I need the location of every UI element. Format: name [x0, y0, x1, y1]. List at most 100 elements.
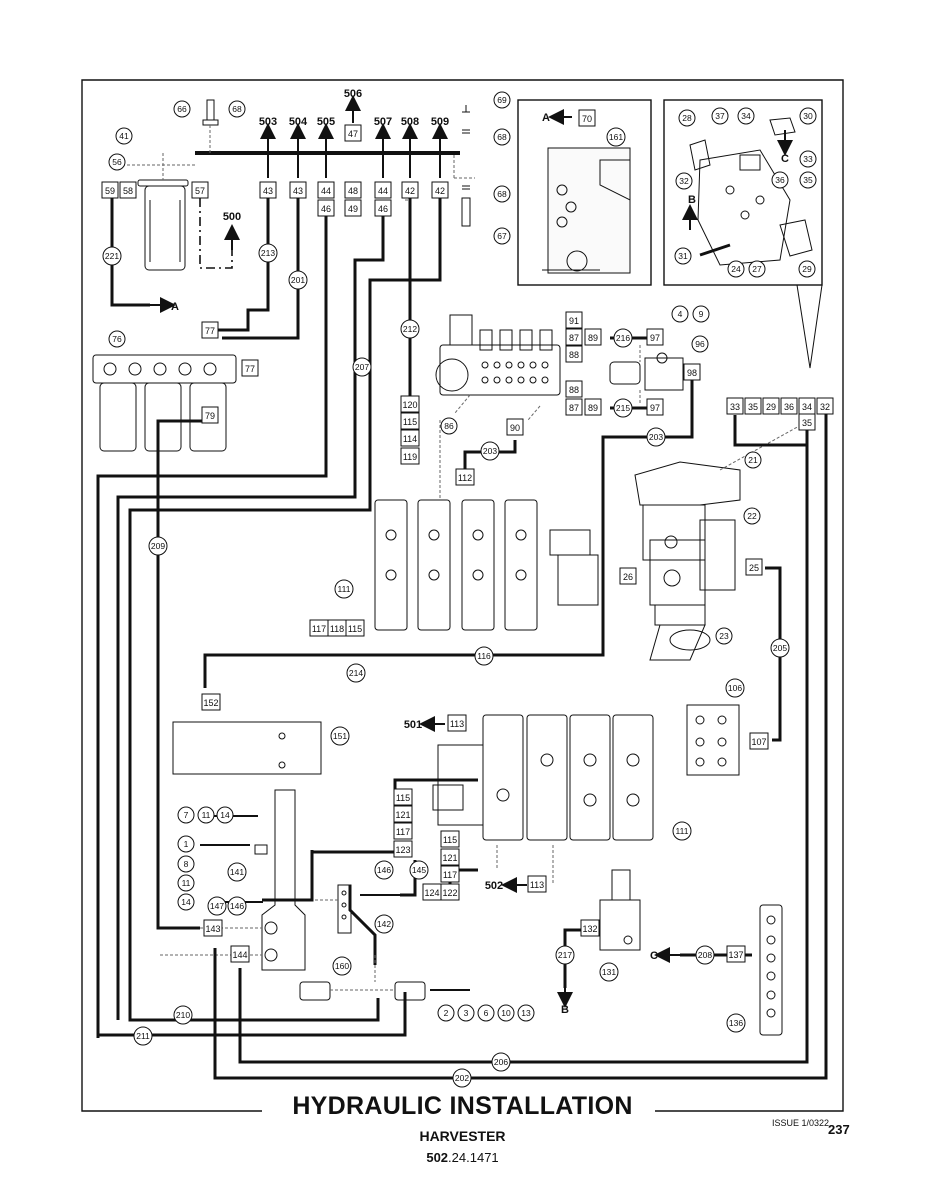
- page-number: 237: [828, 1122, 850, 1137]
- box-frame: [646, 398, 664, 416]
- callout-207: 207: [355, 362, 369, 372]
- box-frame: [726, 945, 746, 963]
- callout-14b: 14: [181, 897, 191, 907]
- callout-circle: [646, 427, 666, 447]
- callout-circle: [177, 874, 195, 892]
- callout-circle: [374, 860, 394, 880]
- box-frame: [345, 619, 365, 637]
- callout-circle: [374, 914, 394, 934]
- callout-circle: [258, 243, 278, 263]
- box-frame: [230, 945, 250, 963]
- callout-33: 33: [803, 154, 813, 164]
- box-frame: [374, 181, 392, 199]
- outer-frame: [81, 79, 844, 1112]
- box-70: 70: [582, 114, 592, 124]
- callout-circle: [725, 678, 745, 698]
- box-42a: 42: [405, 186, 415, 196]
- detail-bc-frame: [663, 99, 823, 286]
- callout-circle: [493, 128, 511, 146]
- box-frame: [762, 397, 780, 415]
- box-48: 48: [348, 186, 358, 196]
- detail-a-frame: [517, 99, 652, 286]
- box-44a: 44: [321, 186, 331, 196]
- box-152: 152: [203, 698, 218, 708]
- box-132: 132: [582, 924, 597, 934]
- box-frame: [726, 397, 744, 415]
- callout-circle: [799, 150, 817, 168]
- box-122: 122: [442, 888, 457, 898]
- doc-code-rest: .24.1471: [448, 1150, 499, 1165]
- callout-circle: [216, 806, 234, 824]
- callout-circle: [493, 185, 511, 203]
- callout-circle: [695, 945, 715, 965]
- ref-c-208: C: [650, 950, 658, 962]
- callout-circle: [599, 962, 619, 982]
- callout-9: 9: [699, 309, 704, 319]
- box-frame: [619, 567, 637, 585]
- callout-11b: 11: [182, 878, 191, 888]
- box-frame: [816, 397, 834, 415]
- box-43b: 43: [293, 186, 303, 196]
- box-frame: [201, 321, 219, 339]
- box-89b: 89: [588, 403, 598, 413]
- callout-41: 41: [119, 131, 129, 141]
- box-frame: [259, 181, 277, 199]
- callout-151: 151: [333, 731, 347, 741]
- box-112: 112: [458, 473, 472, 483]
- box-frame: [201, 693, 221, 711]
- box-119: 119: [403, 452, 417, 462]
- callout-76: 76: [112, 334, 122, 344]
- flow-arrows: [150, 95, 793, 1008]
- box-97b: 97: [650, 403, 660, 413]
- callout-37: 37: [715, 111, 725, 121]
- arrow-refs: 503 504 505 506 507 508 509 500 A A C B …: [171, 88, 789, 1016]
- callout-1: 1: [184, 839, 189, 849]
- box-137: 137: [728, 950, 743, 960]
- box-117a: 117: [312, 624, 326, 634]
- callout-circle: [400, 319, 420, 339]
- callout-circle: [799, 107, 817, 125]
- box-frame: [393, 788, 413, 806]
- callout-circle: [678, 109, 696, 127]
- callout-201: 201: [291, 275, 305, 285]
- ref-a-221: A: [171, 301, 179, 313]
- callout-35: 35: [803, 175, 813, 185]
- box-frame: [393, 805, 413, 823]
- box-123: 123: [395, 845, 410, 855]
- ref-c-detail: C: [781, 153, 789, 165]
- callout-24: 24: [731, 264, 741, 274]
- callout-circle: [613, 398, 633, 418]
- callout-circle: [770, 638, 790, 658]
- box-frame: [440, 883, 460, 901]
- ref-a-detail: A: [542, 112, 550, 124]
- box-frame: [119, 181, 137, 199]
- box-118: 118: [330, 624, 344, 634]
- callout-circle: [227, 862, 247, 882]
- callout-214: 214: [349, 668, 363, 678]
- callout-22: 22: [747, 511, 757, 521]
- box-98: 98: [687, 368, 697, 378]
- box-frame: [241, 359, 259, 377]
- callout-circle: [477, 1004, 495, 1022]
- box-124: 124: [424, 888, 439, 898]
- box-77b: 77: [245, 364, 255, 374]
- callout-111a: 111: [338, 584, 351, 594]
- box-frame: [401, 181, 419, 199]
- callout-circles: [102, 91, 817, 1088]
- callout-circle: [480, 441, 500, 461]
- callout-215: 215: [616, 403, 630, 413]
- box-frame: [646, 328, 664, 346]
- box-115c: 115: [396, 793, 410, 803]
- callout-circle: [606, 127, 626, 147]
- callout-circle: [672, 821, 692, 841]
- box-frame: [745, 558, 763, 576]
- callout-56: 56: [112, 157, 122, 167]
- callout-106: 106: [728, 683, 742, 693]
- box-117c: 117: [443, 870, 457, 880]
- box-58: 58: [123, 186, 133, 196]
- box-frame: [780, 397, 798, 415]
- box-49: 49: [348, 204, 358, 214]
- ref-503: 503: [259, 116, 277, 128]
- box-frame: [400, 447, 420, 465]
